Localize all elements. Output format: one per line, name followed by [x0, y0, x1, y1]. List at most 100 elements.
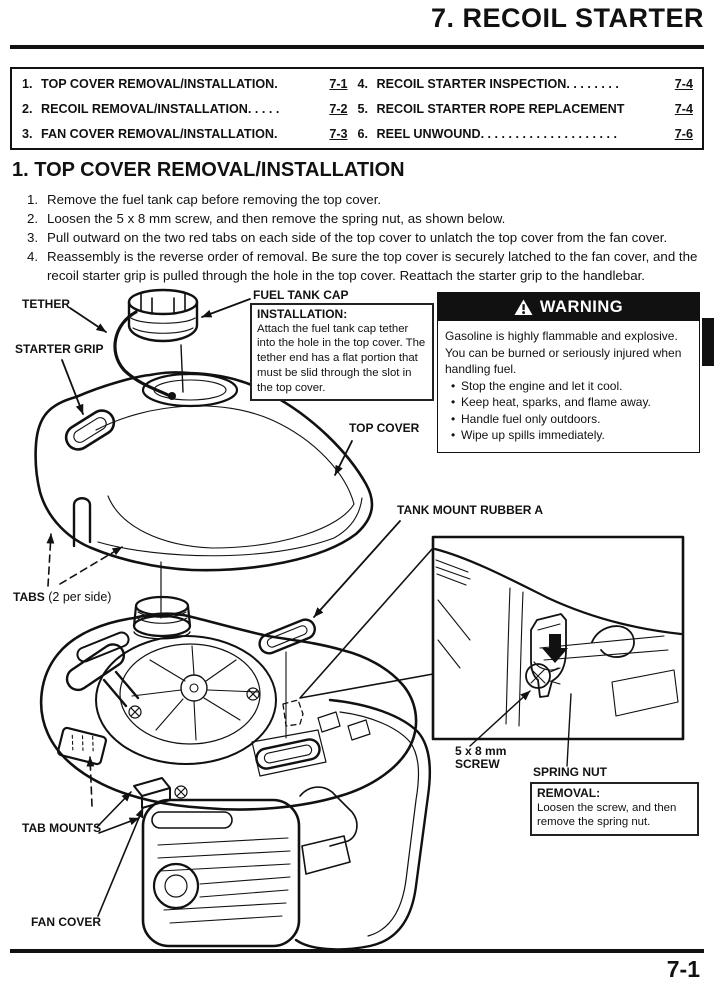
warning-bullet: • Stop the engine and let it cool.	[445, 378, 692, 395]
removal-note-box: REMOVAL: Loosen the screw, and then remo…	[530, 782, 699, 837]
detail-inset-drawing	[299, 535, 685, 741]
toc-item-label: RECOIL REMOVAL/INSTALLATION	[41, 101, 248, 116]
label-arrows	[46, 298, 572, 917]
step-number: 4.	[27, 249, 39, 264]
label-screw-size: 5 x 8 mm	[455, 744, 507, 758]
step-text: Remove the fuel tank cap before removing…	[47, 192, 382, 207]
toc-page-link[interactable]: 7-3	[329, 126, 348, 141]
label-fuel-tank-cap: FUEL TANK CAP	[253, 288, 349, 302]
toc-column-right: 4. RECOIL STARTER INSPECTION . . . . . .…	[354, 69, 702, 148]
step-item: 2. Loosen the 5 x 8 mm screw, and then r…	[27, 209, 699, 228]
removal-note-title: REMOVAL:	[537, 786, 601, 800]
warning-triangle-icon	[514, 298, 533, 315]
warning-bullet-text: Wipe up spills immediately.	[461, 428, 605, 442]
step-text: Reassembly is the reverse order of remov…	[47, 249, 698, 283]
toc-item-label: TOP COVER REMOVAL/INSTALLATION	[41, 76, 275, 91]
step-number: 3.	[27, 230, 39, 245]
toc-item: 5. RECOIL STARTER ROPE REPLACEMENT 7-4	[358, 102, 693, 116]
filler-neck-drawing	[132, 595, 192, 640]
label-tab-mounts: TAB MOUNTS	[22, 821, 102, 835]
installation-note-text: Attach the fuel tank cap tether into the…	[257, 322, 426, 394]
label-spring-nut: SPRING NUT	[533, 765, 608, 779]
header-rule	[10, 45, 704, 49]
toc-leader-dots: .	[274, 76, 278, 91]
toc-item-label: FAN COVER REMOVAL/INSTALLATION	[41, 126, 274, 141]
warning-body: Gasoline is highly flammable and explosi…	[438, 321, 699, 452]
installation-note-box: INSTALLATION: Attach the fuel tank cap t…	[250, 303, 434, 402]
label-tabs-detail: (2 per side)	[44, 590, 112, 604]
engine-body-drawing	[39, 612, 432, 951]
fan-cover-drawing	[141, 798, 301, 948]
warning-paragraph: Gasoline is highly flammable and explosi…	[445, 329, 678, 343]
bullet-icon: •	[451, 411, 456, 426]
tether-drawing	[113, 310, 176, 400]
page-title: 7. RECOIL STARTER	[430, 3, 704, 33]
procedure-steps: 1. Remove the fuel tank cap before remov…	[27, 190, 699, 285]
toc-item: 4. RECOIL STARTER INSPECTION . . . . . .…	[358, 77, 693, 91]
toc-item-number: 4.	[357, 76, 369, 91]
warning-bullet: • Keep heat, sparks, and flame away.	[445, 394, 692, 411]
toc-item-label: RECOIL STARTER INSPECTION	[376, 76, 567, 91]
label-top-cover: TOP COVER	[349, 421, 420, 435]
bullet-icon: •	[451, 395, 456, 409]
warning-header: WARNING	[438, 293, 699, 321]
toc-page-link[interactable]: 7-2	[329, 101, 348, 116]
toc-leader-dots: .	[273, 126, 278, 141]
top-cover-drawing	[34, 371, 374, 619]
warning-title: WARNING	[539, 297, 624, 316]
removal-note-text: Loosen the screw, and then remove the sp…	[537, 801, 677, 829]
step-text: Pull outward on the two red tabs on each…	[47, 230, 668, 245]
toc-item: 2. RECOIL REMOVAL/INSTALLATION . . . . .…	[22, 102, 348, 116]
toc-leader-dots: . . . . . . . . . . . . . . . . . . . .	[480, 126, 618, 141]
warning-paragraph: You can be burned or seriously injured w…	[445, 345, 682, 377]
toc-item: 3. FAN COVER REMOVAL/INSTALLATION . 7-3	[22, 127, 348, 141]
step-item: 4. Reassembly is the reverse order of re…	[27, 247, 699, 285]
toc-item-number: 1.	[22, 76, 33, 91]
toc-item-label: REEL UNWOUND	[376, 126, 481, 141]
toc-item: 1. TOP COVER REMOVAL/INSTALLATION . 7-1	[22, 77, 348, 91]
warning-bullet-text: Stop the engine and let it cool.	[461, 378, 623, 393]
toc-page-link[interactable]: 7-6	[674, 126, 693, 141]
label-tabs: TABS (2 per side)	[13, 591, 111, 604]
warning-box: WARNING Gasoline is highly flammable and…	[437, 292, 700, 453]
tank-mount-rubber-drawing	[251, 618, 327, 777]
warning-bullet: • Handle fuel only outdoors.	[445, 411, 692, 428]
footer-rule	[10, 949, 704, 953]
toc-item-number: 5.	[357, 101, 369, 116]
toc-item-number: 2.	[22, 101, 33, 116]
warning-bullet: • Wipe up spills immediately.	[445, 427, 692, 444]
toc-item-label: RECOIL STARTER ROPE REPLACEMENT	[376, 101, 625, 116]
label-tank-mount-rubber-a: TANK MOUNT RUBBER A	[397, 503, 543, 517]
toc-column-left: 1. TOP COVER REMOVAL/INSTALLATION . 7-1 …	[12, 69, 354, 148]
section-heading: 1. TOP COVER REMOVAL/INSTALLATION	[12, 159, 405, 181]
step-item: 3. Pull outward on the two red tabs on e…	[27, 228, 699, 247]
warning-bullet-text: Handle fuel only outdoors.	[461, 411, 601, 426]
bullet-icon: •	[451, 378, 456, 393]
toc-item-number: 3.	[22, 126, 33, 141]
step-number: 2.	[27, 211, 39, 226]
warning-bullet-text: Keep heat, sparks, and flame away.	[461, 395, 651, 409]
step-number: 1.	[27, 192, 39, 207]
toc-item: 6. REEL UNWOUND . . . . . . . . . . . . …	[358, 127, 693, 141]
insert-direction-arrow	[542, 634, 568, 663]
section-index-tab	[702, 318, 714, 366]
bullet-icon: •	[451, 428, 456, 442]
toc-leader-dots: . . . . . . . .	[566, 76, 619, 91]
toc-page-link[interactable]: 7-4	[674, 76, 693, 91]
toc-page-link[interactable]: 7-4	[674, 101, 693, 116]
label-screw-word: SCREW	[455, 757, 500, 771]
step-item: 1. Remove the fuel tank cap before remov…	[27, 190, 699, 209]
page-number: 7-1	[666, 956, 700, 982]
installation-note-title: INSTALLATION:	[257, 307, 348, 321]
fuel-tank-cap-drawing	[127, 288, 199, 393]
toc-leader-dots: . . . . .	[247, 101, 280, 116]
toc-page-link[interactable]: 7-1	[329, 76, 348, 91]
label-tabs-bold: TABS	[13, 590, 45, 604]
label-tether: TETHER	[22, 297, 70, 311]
table-of-contents: 1. TOP COVER REMOVAL/INSTALLATION . 7-1 …	[10, 67, 704, 150]
label-fan-cover: FAN COVER	[31, 915, 102, 929]
step-text: Loosen the 5 x 8 mm screw, and then remo…	[47, 211, 506, 226]
